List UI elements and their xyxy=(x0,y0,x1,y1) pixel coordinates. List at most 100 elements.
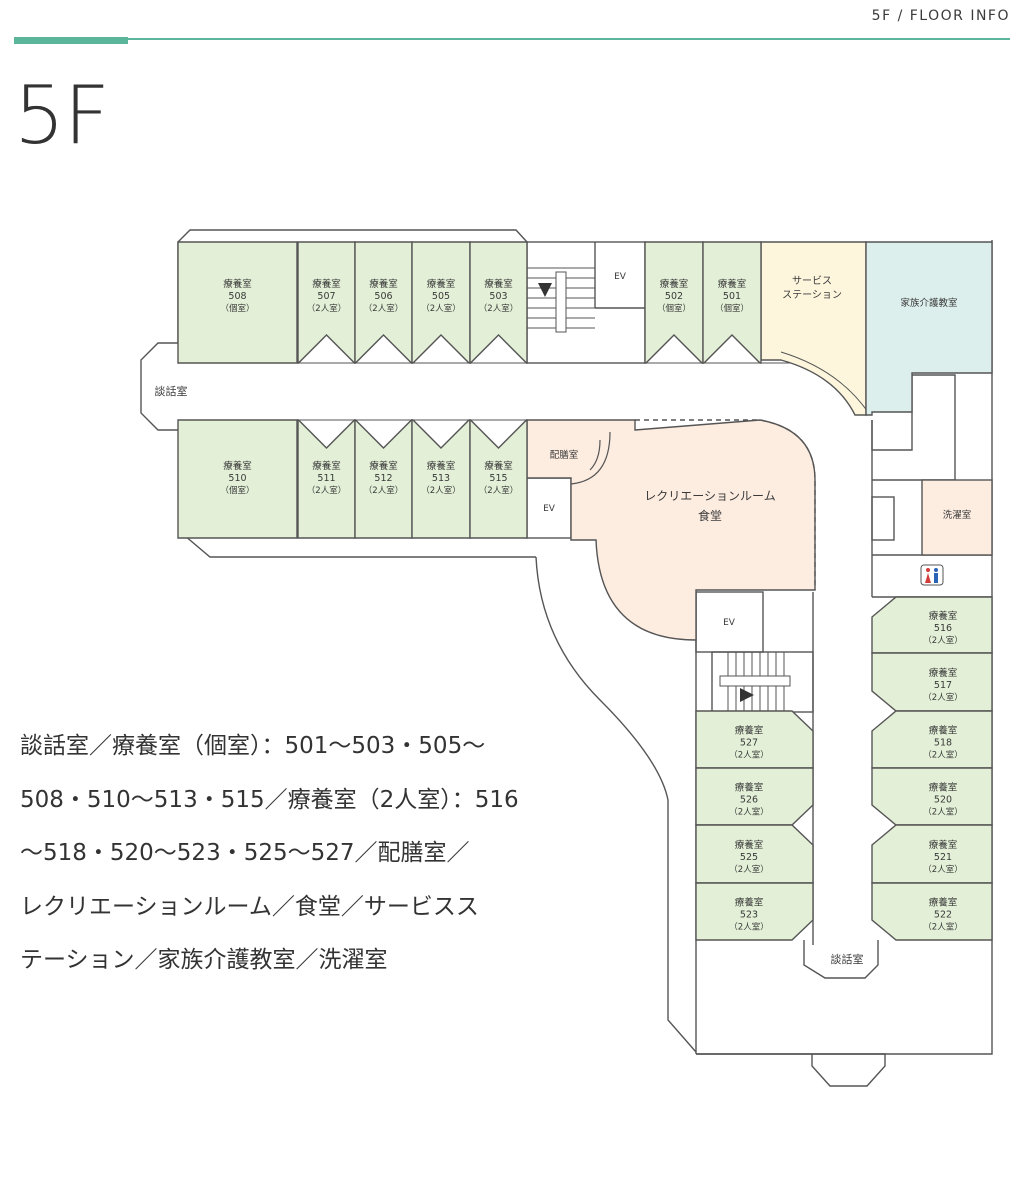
room-capacity-label: （2人室） xyxy=(729,922,768,933)
section-header-label: 5F / FLOOR INFO xyxy=(871,8,1010,24)
room-type-label: 療養室 xyxy=(929,782,958,794)
legend-line: テーション／家族介護教室／洗濯室 xyxy=(20,947,388,973)
room-capacity-label: （2人室） xyxy=(421,303,460,314)
room-capacity-label: （2人室） xyxy=(923,807,962,818)
room-number-label: 517 xyxy=(934,680,952,691)
dining-label-1: レクリエーションルーム xyxy=(644,489,775,503)
room-type-label: 療養室 xyxy=(660,278,689,290)
room-capacity-label: （2人室） xyxy=(923,750,962,761)
room-number-label: 506 xyxy=(374,291,392,302)
room-number-label: 513 xyxy=(432,473,450,484)
room-type-label: 療養室 xyxy=(312,278,341,290)
header-rule xyxy=(14,38,1010,40)
room-type-label: 療養室 xyxy=(929,610,958,622)
room-type-label: 療養室 xyxy=(484,278,513,290)
room-type-label: 療養室 xyxy=(735,725,764,737)
room-type-label: 療養室 xyxy=(427,460,456,472)
room-number-label: 501 xyxy=(723,291,741,302)
room-number-label: 526 xyxy=(740,795,758,806)
room-capacity-label: （2人室） xyxy=(307,303,346,314)
room-capacity-label: （2人室） xyxy=(923,922,962,933)
room-capacity-label: （2人室） xyxy=(923,864,962,875)
ev-middle-label: EV xyxy=(723,618,736,628)
room-capacity-label: （2人室） xyxy=(923,635,962,646)
service-station-label-2: ステーション xyxy=(782,290,842,301)
room-number-label: 503 xyxy=(489,291,507,302)
staircase-top xyxy=(527,267,595,333)
room-legend: 談話室／療養室（個室）：501〜503・505〜 508・510〜513・515… xyxy=(20,720,560,988)
room-number-label: 520 xyxy=(934,795,952,806)
room-number-label: 510 xyxy=(228,473,246,484)
room-capacity-label: （2人室） xyxy=(729,750,768,761)
room-number-label: 507 xyxy=(317,291,335,302)
staircase-middle xyxy=(719,652,791,712)
family-room-area xyxy=(865,241,993,416)
room-capacity-label: （2人室） xyxy=(729,807,768,818)
room-number-label: 515 xyxy=(489,473,507,484)
pantry-label: 配膳室 xyxy=(550,449,579,461)
legend-line: レクリエーションルーム／食堂／サービスス xyxy=(20,893,479,920)
room-number-label: 523 xyxy=(740,910,758,921)
legend-line: 508・510〜513・515／療養室（2人室）：516 xyxy=(20,786,519,813)
room-number-label: 502 xyxy=(665,291,683,302)
room-number-label: 527 xyxy=(740,738,758,749)
ev-left-label: EV xyxy=(543,504,556,514)
room-capacity-label: （2人室） xyxy=(364,485,403,496)
room-number-label: 505 xyxy=(432,291,450,302)
room-capacity-label: （個室） xyxy=(715,303,749,314)
laundry-area xyxy=(921,479,993,556)
room-number-label: 521 xyxy=(934,852,952,863)
room-type-label: 療養室 xyxy=(427,278,456,290)
room-type-label: 療養室 xyxy=(929,667,958,679)
room-capacity-label: （2人室） xyxy=(364,303,403,314)
room-capacity-label: （個室） xyxy=(657,303,691,314)
room-type-label: 療養室 xyxy=(735,897,764,909)
ev-top-label: EV xyxy=(614,272,627,282)
room-capacity-label: （2人室） xyxy=(307,485,346,496)
room-type-label: 療養室 xyxy=(223,278,252,290)
room-number-label: 512 xyxy=(374,473,392,484)
room-number-label: 516 xyxy=(934,623,952,634)
room-number-label: 525 xyxy=(740,852,758,863)
room-type-label: 療養室 xyxy=(929,725,958,737)
room-type-label: 療養室 xyxy=(223,460,252,472)
legend-line: 談話室／療養室（個室）：501〜503・505〜 xyxy=(20,733,486,759)
room-type-label: 療養室 xyxy=(369,460,398,472)
rooms-layer: 療養室508（個室）療養室507（2人室）療養室506（2人室）療養室505（2… xyxy=(177,241,993,941)
restroom-icon xyxy=(920,564,944,586)
lounge-left-label: 談話室 xyxy=(155,384,188,398)
family-room-label: 家族介護教室 xyxy=(900,297,957,309)
room-type-label: 療養室 xyxy=(369,278,398,290)
service-station-area xyxy=(760,241,867,416)
room-type-label: 療養室 xyxy=(929,897,958,909)
floor-title: 5F xyxy=(14,69,110,162)
dining-label-2: 食堂 xyxy=(698,508,722,523)
room-type-label: 療養室 xyxy=(735,839,764,851)
room-type-label: 療養室 xyxy=(312,460,341,472)
legend-line: 〜518・520〜523・525〜527／配膳室／ xyxy=(20,840,470,866)
room-type-label: 療養室 xyxy=(718,278,747,290)
room-capacity-label: （2人室） xyxy=(729,864,768,875)
room-capacity-label: （個室） xyxy=(220,485,254,496)
room-number-label: 522 xyxy=(934,910,952,921)
room-capacity-label: （2人室） xyxy=(923,692,962,703)
